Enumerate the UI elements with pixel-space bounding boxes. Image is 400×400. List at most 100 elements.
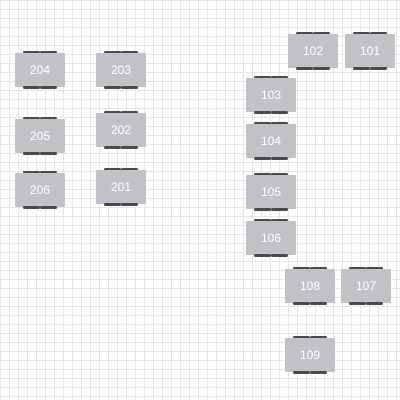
desk-label: 202 [110, 123, 132, 137]
chair [104, 51, 121, 54]
chair [254, 254, 271, 257]
desk-surface [96, 53, 146, 87]
chair [40, 171, 57, 174]
chair [370, 32, 387, 35]
chair [104, 86, 121, 89]
chair [23, 206, 40, 209]
desk-103[interactable]: 103 [246, 76, 296, 114]
chair [293, 267, 310, 270]
chair [254, 173, 271, 176]
chair [349, 302, 366, 305]
desk-label: 108 [299, 279, 321, 293]
chair [293, 371, 310, 374]
desk-105[interactable]: 105 [246, 173, 296, 211]
chair [121, 111, 138, 114]
desk-label: 106 [260, 231, 282, 245]
desk-surface [15, 53, 65, 87]
desk-surface [246, 78, 296, 112]
chair [293, 302, 310, 305]
desk-102[interactable]: 102 [288, 32, 338, 70]
desk-107[interactable]: 107 [341, 267, 391, 305]
desk-surface [288, 34, 338, 68]
chair [121, 86, 138, 89]
chair [121, 203, 138, 206]
desk-surface [246, 175, 296, 209]
chair [23, 152, 40, 155]
chair [313, 67, 330, 70]
chair [313, 32, 330, 35]
desk-surface [345, 34, 395, 68]
chair [271, 122, 288, 125]
desk-104[interactable]: 104 [246, 122, 296, 160]
chair [271, 254, 288, 257]
chair [310, 302, 327, 305]
desk-109[interactable]: 109 [285, 336, 335, 374]
desk-label: 103 [260, 88, 282, 102]
chair [353, 67, 370, 70]
chair [121, 168, 138, 171]
chair [254, 219, 271, 222]
desk-label: 201 [110, 180, 132, 194]
chair [254, 208, 271, 211]
chair [271, 157, 288, 160]
desk-203[interactable]: 203 [96, 51, 146, 89]
chair [40, 117, 57, 120]
chair [310, 371, 327, 374]
desk-surface [246, 221, 296, 255]
chair [353, 32, 370, 35]
chair [293, 336, 310, 339]
chair [349, 267, 366, 270]
chair [23, 51, 40, 54]
chair [254, 76, 271, 79]
chair [370, 67, 387, 70]
chair [271, 208, 288, 211]
desk-206[interactable]: 206 [15, 171, 65, 209]
desk-205[interactable]: 205 [15, 117, 65, 155]
desk-surface [15, 119, 65, 153]
chair [366, 267, 383, 270]
desk-108[interactable]: 108 [285, 267, 335, 305]
chair [366, 302, 383, 305]
desk-label: 101 [359, 44, 381, 58]
chair [40, 86, 57, 89]
chair [254, 111, 271, 114]
chair [40, 206, 57, 209]
desk-106[interactable]: 106 [246, 219, 296, 257]
desk-surface [285, 338, 335, 372]
desk-label: 109 [299, 348, 321, 362]
chair [104, 168, 121, 171]
desk-101[interactable]: 101 [345, 32, 395, 70]
chair [310, 336, 327, 339]
chair [296, 67, 313, 70]
chair [121, 51, 138, 54]
desk-201[interactable]: 201 [96, 168, 146, 206]
chair [40, 51, 57, 54]
desk-surface [285, 269, 335, 303]
chair [104, 146, 121, 149]
chair [271, 111, 288, 114]
chair [104, 111, 121, 114]
desk-204[interactable]: 204 [15, 51, 65, 89]
chair [271, 76, 288, 79]
chair [104, 203, 121, 206]
desk-label: 102 [302, 44, 324, 58]
chair [254, 157, 271, 160]
chair [310, 267, 327, 270]
desk-label: 204 [29, 63, 51, 77]
desk-surface [96, 113, 146, 147]
desk-label: 105 [260, 185, 282, 199]
desk-surface [96, 170, 146, 204]
chair [296, 32, 313, 35]
chair [121, 146, 138, 149]
desk-label: 104 [260, 134, 282, 148]
chair [23, 86, 40, 89]
desk-label: 203 [110, 63, 132, 77]
chair [23, 171, 40, 174]
desk-surface [341, 269, 391, 303]
chair [40, 152, 57, 155]
chair [271, 173, 288, 176]
desk-label: 107 [355, 279, 377, 293]
chair [254, 122, 271, 125]
desk-202[interactable]: 202 [96, 111, 146, 149]
